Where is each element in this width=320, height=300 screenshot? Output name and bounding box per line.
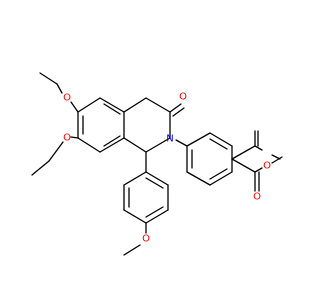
bond [145, 171, 169, 186]
atom-o-ethoxy-top: O [63, 93, 71, 104]
bond [31, 160, 50, 176]
atom-o-ester-carbonyl: O [253, 192, 261, 203]
bond [123, 137, 147, 153]
bond [103, 103, 121, 115]
bond [123, 97, 147, 113]
bond [209, 168, 228, 180]
bond [169, 103, 182, 113]
bond [254, 167, 263, 173]
bond [271, 156, 283, 164]
bond [231, 145, 256, 160]
bond [123, 209, 147, 224]
bond [77, 97, 101, 113]
bond [77, 137, 101, 153]
bond [186, 132, 211, 147]
bond-lines [31, 72, 281, 256]
bond [231, 158, 256, 173]
bond [103, 135, 121, 147]
bond [145, 137, 171, 153]
bond [70, 136, 79, 139]
bond [254, 145, 263, 151]
bond [99, 97, 125, 113]
bond [209, 138, 228, 150]
bond [145, 209, 169, 224]
atom-o-methoxy: O [142, 234, 150, 245]
bond [70, 101, 79, 113]
bond [209, 171, 233, 186]
bond [145, 177, 164, 189]
bond [56, 83, 63, 94]
bond [123, 244, 141, 256]
bond [175, 139, 188, 147]
bond [39, 72, 58, 85]
ester-bonds [231, 156, 283, 192]
molecule-structure: O O O N O O O [31, 72, 283, 256]
atom-o-lactam: O [179, 92, 187, 103]
atom-n-ring: N [166, 134, 173, 145]
bond [99, 137, 125, 153]
atom-labels: O O O N O O O [63, 92, 271, 245]
bond [186, 171, 211, 186]
atom-o-ethoxy-bottom: O [63, 133, 71, 144]
bond [48, 141, 64, 162]
atom-o-ester-single: O [263, 161, 271, 172]
bond [123, 171, 147, 186]
bond [145, 97, 171, 113]
bond [145, 206, 164, 218]
bond [209, 132, 233, 147]
bond [172, 107, 185, 117]
